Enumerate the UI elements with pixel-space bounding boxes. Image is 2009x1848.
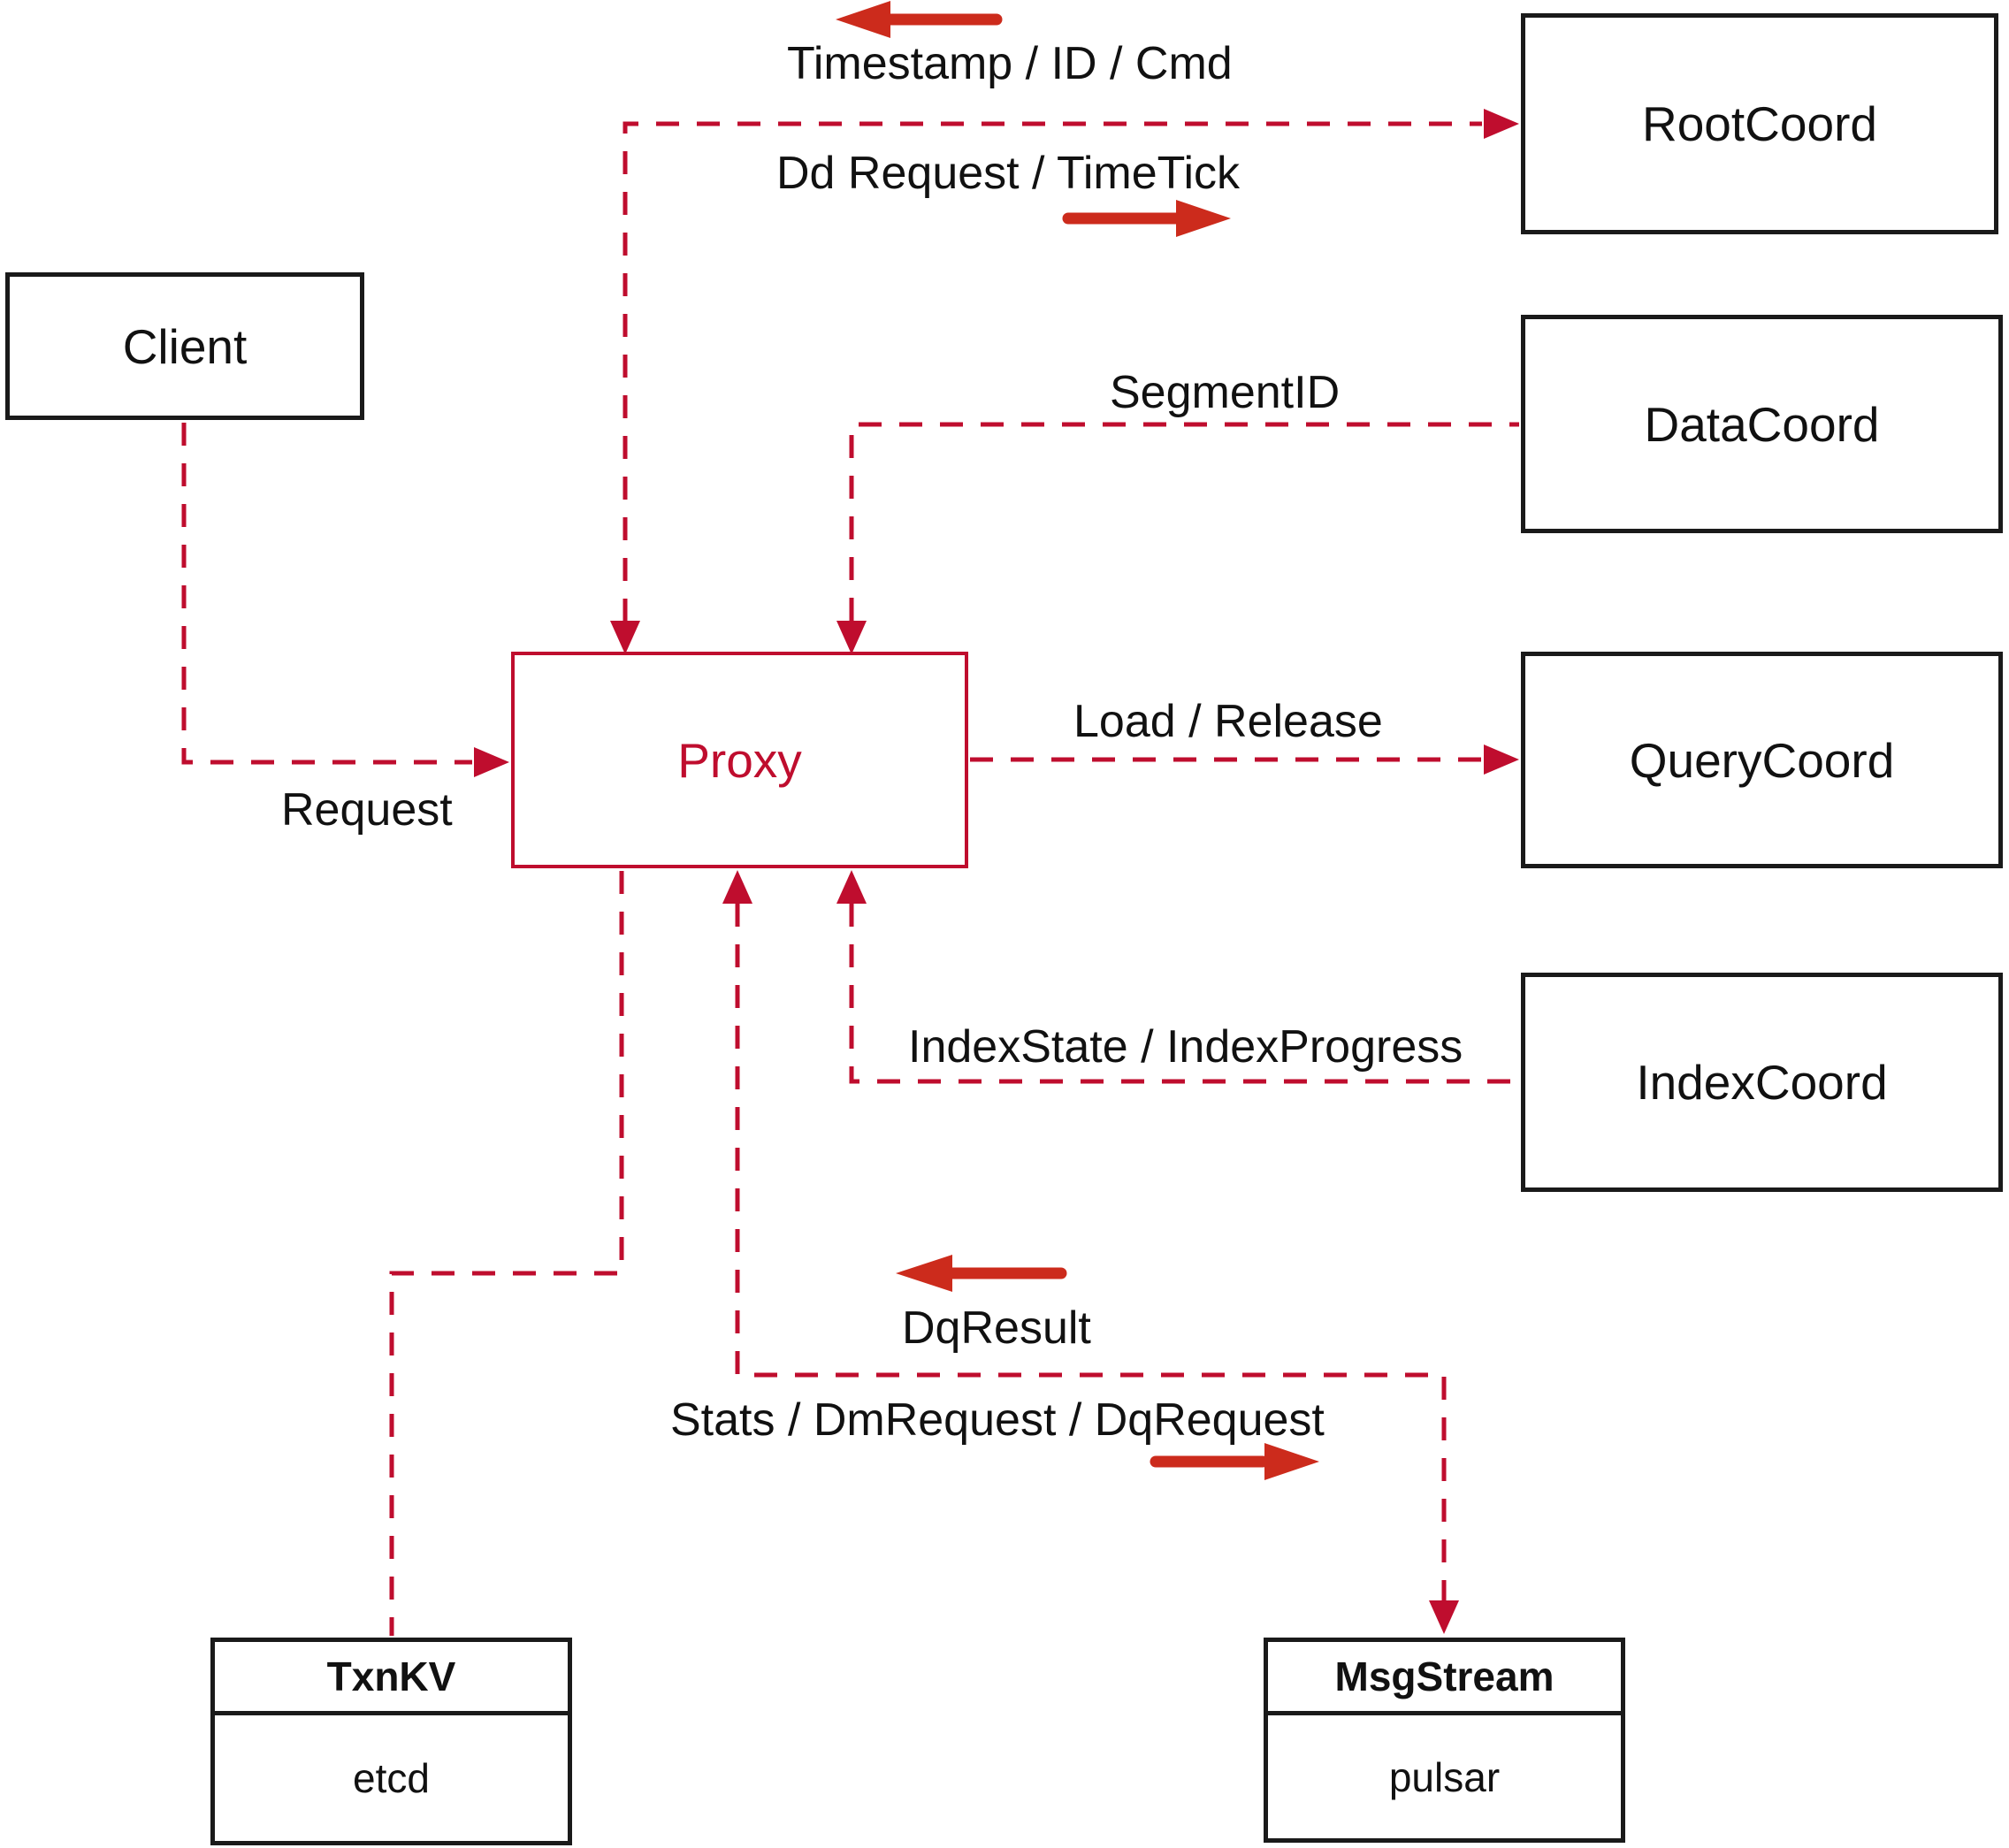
node-msgstream: MsgStream pulsar [1264, 1638, 1625, 1843]
arrowhead-into-proxy-top-left-icon [610, 621, 640, 654]
node-datacoord: DataCoord [1521, 315, 2003, 533]
node-rootcoord: RootCoord [1521, 13, 1998, 234]
label-load-release: Load / Release [1073, 696, 1383, 747]
txnkv-subtitle: etcd [353, 1755, 430, 1801]
label-timestamp-id-cmd: Timestamp / ID / Cmd [787, 38, 1233, 89]
connector-proxy-txnkv [389, 871, 624, 1636]
datacoord-label: DataCoord [1644, 396, 1880, 452]
arrowhead-into-proxy-bottom-right-icon [836, 870, 867, 904]
arrowhead-into-msgstream-icon [1429, 1600, 1459, 1634]
stats-direction-right-arrowhead-icon [1264, 1443, 1319, 1480]
arrowhead-into-proxy-bottom-middle-icon [722, 870, 752, 904]
node-client: Client [5, 272, 364, 420]
msgstream-body: pulsar [1268, 1715, 1621, 1838]
arrowhead-into-proxy-left-icon [474, 747, 509, 777]
proxy-label: Proxy [677, 732, 802, 788]
ddrequest-direction-right-arrowhead-icon [1176, 200, 1231, 237]
txnkv-header: TxnKV [215, 1642, 568, 1715]
label-stats-dmrequest-dqrequest: Stats / DmRequest / DqRequest [670, 1394, 1325, 1446]
txnkv-title: TxnKV [326, 1653, 456, 1699]
label-indexstate-indexprogress: IndexState / IndexProgress [908, 1021, 1463, 1073]
label-request: Request [281, 784, 453, 836]
msgstream-header: MsgStream [1268, 1642, 1621, 1715]
connector-client-proxy [181, 423, 472, 765]
client-label: Client [122, 318, 248, 374]
label-segmentid: SegmentID [1110, 367, 1341, 418]
dqresult-direction-left-arrowhead-icon [896, 1255, 952, 1292]
msgstream-subtitle: pulsar [1388, 1753, 1501, 1800]
label-dd-request-timetick: Dd Request / TimeTick [776, 148, 1241, 199]
connector-indexcoord-proxy [849, 904, 1519, 1084]
node-proxy: Proxy [511, 652, 968, 868]
arrowhead-into-querycoord-icon [1484, 745, 1519, 775]
label-dqresult: DqResult [902, 1302, 1091, 1354]
node-indexcoord: IndexCoord [1521, 973, 2003, 1192]
indexcoord-label: IndexCoord [1636, 1055, 1888, 1110]
arrowhead-into-proxy-top-right-icon [836, 621, 867, 654]
querycoord-label: QueryCoord [1629, 732, 1895, 788]
msgstream-title: MsgStream [1334, 1653, 1554, 1699]
connector-proxy-msgstream [735, 904, 1447, 1600]
node-txnkv: TxnKV etcd [210, 1638, 572, 1845]
node-querycoord: QueryCoord [1521, 652, 2003, 868]
timestamp-direction-left-arrowhead-icon [836, 1, 890, 38]
txnkv-body: etcd [215, 1715, 568, 1841]
connector-datacoord-proxy [849, 422, 1519, 621]
rootcoord-label: RootCoord [1642, 96, 1877, 151]
arrowhead-into-rootcoord-icon [1484, 109, 1519, 139]
connector-proxy-rootcoord [623, 121, 1482, 622]
